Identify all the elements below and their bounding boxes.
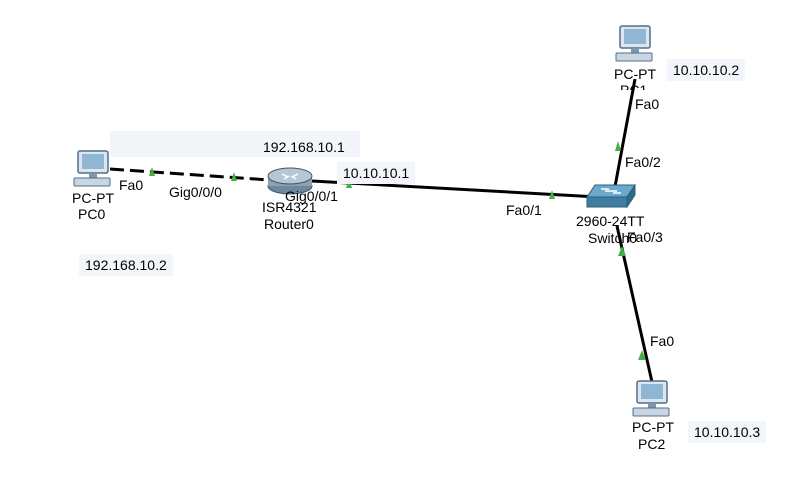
link-up-indicator <box>231 172 237 181</box>
pc1-ip-note[interactable]: 10.10.10.2 <box>667 59 746 81</box>
link-switch0-pc1[interactable] <box>612 78 637 193</box>
port-label-switch-fa03: Fa0/3 <box>627 229 663 245</box>
link-up-indicator <box>638 350 646 360</box>
link-up-indicator <box>149 167 155 176</box>
port-label-router-gig001: Gig0/0/1 <box>285 188 338 204</box>
pc2-ip-note[interactable]: 10.10.10.3 <box>688 421 767 443</box>
link-up-indicator <box>549 190 555 199</box>
pc-icon[interactable] <box>73 150 111 187</box>
pc0-name-label: PC0 <box>78 206 106 222</box>
switch-icon[interactable] <box>586 183 636 209</box>
pc-icon[interactable] <box>632 380 670 417</box>
switch0-type-label: 2960-24TT <box>576 213 645 229</box>
pc2-type-label: PC-PT <box>632 419 674 435</box>
pc2-name-label: PC2 <box>638 436 666 452</box>
pc-icon[interactable] <box>615 25 653 62</box>
port-label-switch-fa01: Fa0/1 <box>506 202 542 218</box>
router0-type-label: ISR4321 <box>262 199 317 215</box>
link-up-indicator <box>615 141 621 151</box>
port-label-pc1-fa0: Fa0 <box>635 96 660 112</box>
pc1-name-label: PC1 <box>620 82 648 90</box>
port-label-pc2-fa0: Fa0 <box>650 333 675 349</box>
note-band-top <box>110 131 360 157</box>
pc0-type-label: PC-PT <box>72 190 114 206</box>
link-pc0-router0[interactable] <box>109 167 285 183</box>
pc0-ip-note[interactable]: 192.168.10.2 <box>79 254 173 276</box>
router-lan-ip-note[interactable]: 192.168.10.1 <box>263 139 345 155</box>
pc1-type-label: PC-PT <box>614 66 656 82</box>
router-icon[interactable] <box>267 167 313 195</box>
router-wan-ip-note[interactable]: 10.10.10.1 <box>337 162 416 184</box>
port-label-switch-fa02: Fa0/2 <box>625 154 661 170</box>
switch0-name-label: Switch0 <box>588 230 638 246</box>
link-up-indicator <box>618 246 626 256</box>
router0-name-label: Router0 <box>264 216 314 232</box>
port-label-pc0-fa0: Fa0 <box>119 177 144 193</box>
port-label-router-gig000: Gig0/0/0 <box>169 184 222 200</box>
